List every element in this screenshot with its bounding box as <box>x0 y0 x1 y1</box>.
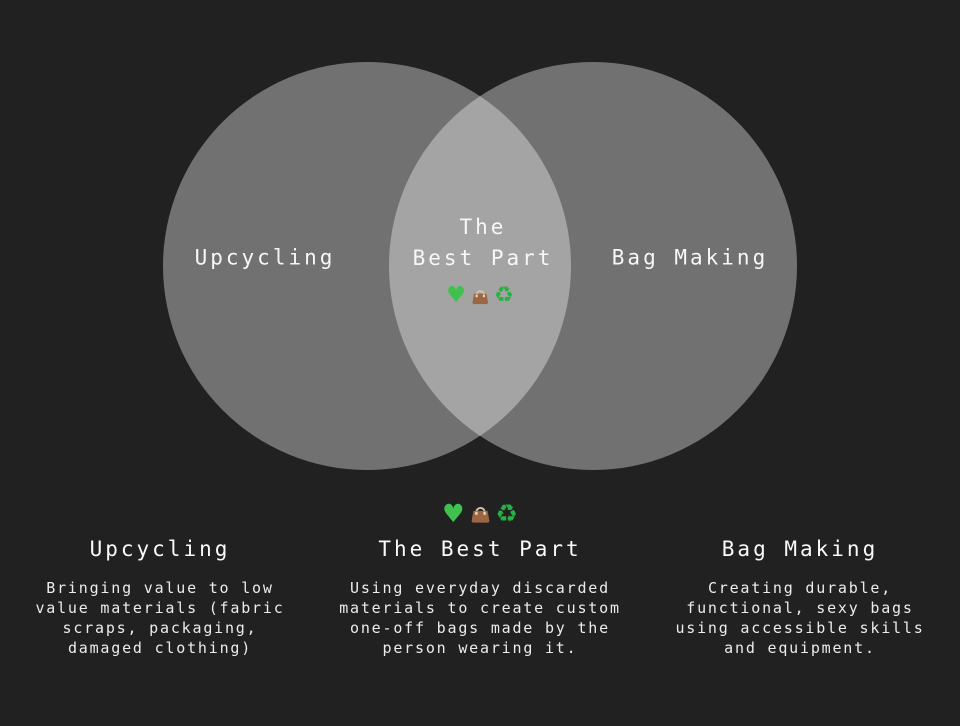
legend: Upcycling Bringing value to low value ma… <box>0 494 960 658</box>
legend-column-bag-making: Bag Making Creating durable, functional,… <box>640 494 960 658</box>
venn-label-bag-making: Bag Making <box>611 245 769 270</box>
legend-upcycling-icon-slot <box>0 494 320 532</box>
green-heart-icon: ♥ <box>446 283 466 308</box>
green-heart-icon: ♥ <box>442 498 465 528</box>
recycle-icon: ♻ <box>494 283 514 308</box>
venn-circle-bag-making <box>389 62 797 470</box>
legend-best-part-title: The Best Part <box>378 537 582 561</box>
legend-upcycling-title: Upcycling <box>89 537 231 561</box>
legend-bag-making-icon-slot <box>640 494 960 532</box>
legend-upcycling-body: Bringing value to low value materials (f… <box>35 579 285 657</box>
handbag-icon <box>469 285 491 307</box>
venn-intersection-icons: ♥ ♻ <box>446 285 513 307</box>
legend-column-best-part: ♥ ♻ The Best Part Using everyday discard… <box>320 494 640 658</box>
legend-bag-making-body: Creating durable, functional, sexy bags … <box>675 579 925 657</box>
legend-column-upcycling: Upcycling Bringing value to low value ma… <box>0 494 320 658</box>
venn-circle-upcycling <box>163 62 571 470</box>
legend-best-part-body: Using everyday discarded materials to cr… <box>339 579 621 657</box>
legend-best-part-icons: ♥ ♻ <box>320 494 640 532</box>
handbag-icon <box>468 501 493 526</box>
legend-bag-making-title: Bag Making <box>721 537 879 561</box>
venn-label-upcycling: Upcycling <box>194 245 336 270</box>
recycle-icon: ♻ <box>495 498 518 528</box>
venn-label-best-part: The Best Part <box>412 215 554 270</box>
